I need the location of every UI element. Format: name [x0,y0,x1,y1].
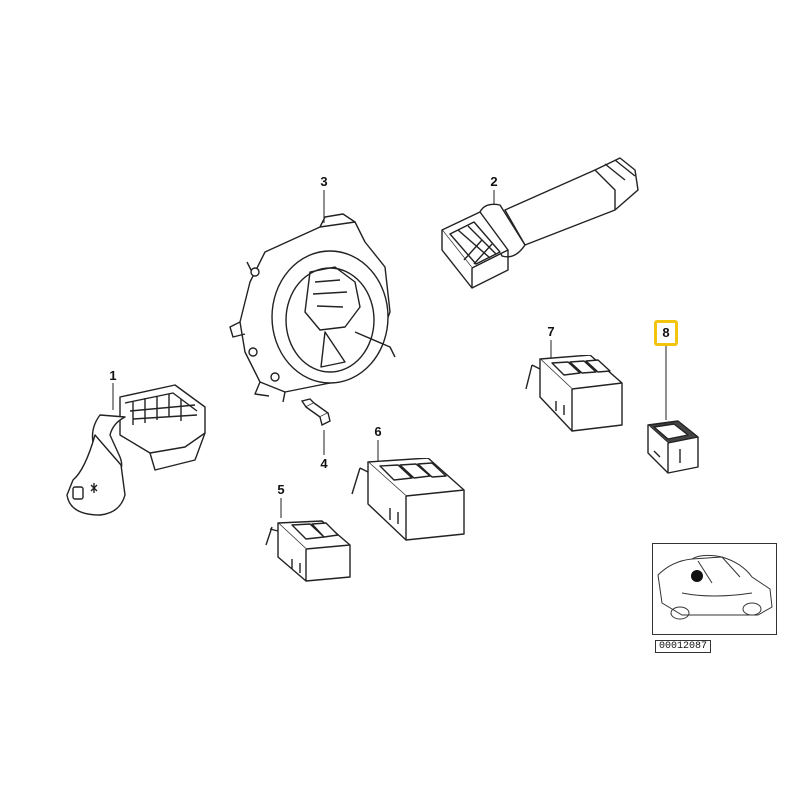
callout-8-highlighted: 8 [654,320,678,346]
callout-7: 7 [547,324,555,339]
callout-6: 6 [374,424,382,439]
callout-3: 3 [320,174,328,189]
part-4-screw [300,398,331,427]
callout-2: 2 [490,174,498,189]
diagram-id-label: 00012087 [655,640,712,653]
part-5-switch [265,520,351,582]
part-2-wiper-stalk [441,157,639,289]
part-6-window-switch [351,458,465,541]
part-1-light-switch [66,384,206,516]
callout-4: 4 [320,456,328,471]
callout-5: 5 [277,482,285,497]
locator-inset [652,543,777,635]
part-7-window-switch [525,355,623,432]
part-3-switch-housing [229,213,396,403]
callout-1: 1 [109,368,117,383]
location-marker-icon [691,570,703,582]
part-8-small-switch [647,420,699,474]
